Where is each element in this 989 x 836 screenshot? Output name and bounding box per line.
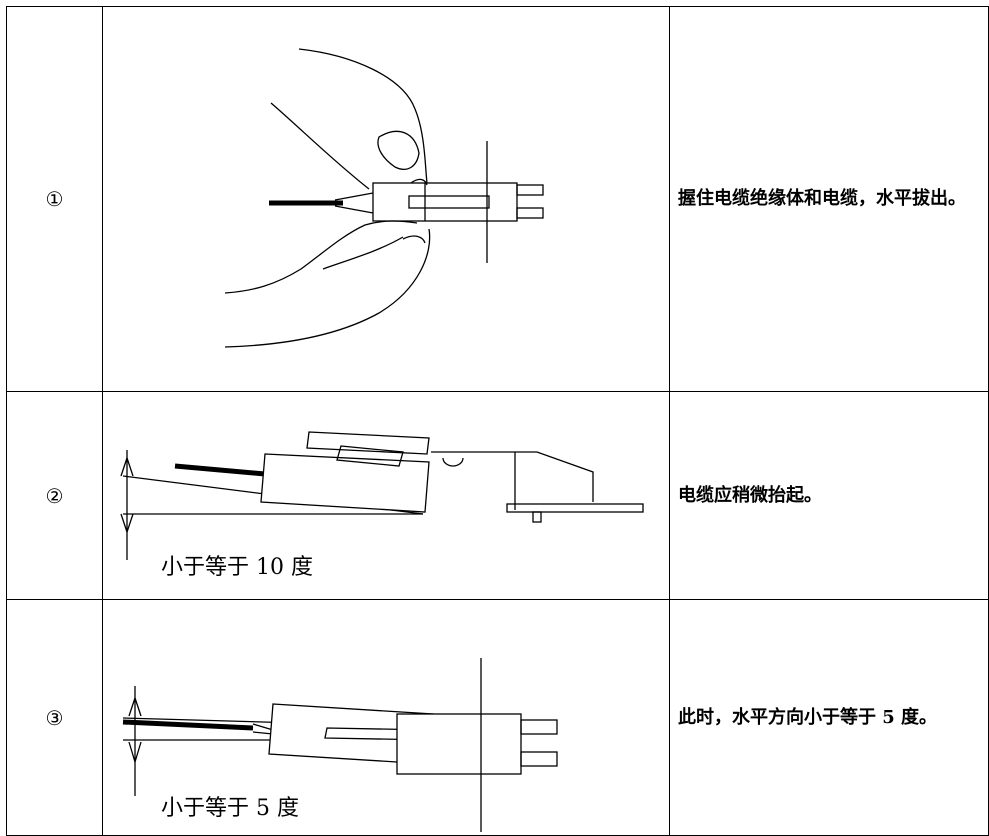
angle-caption: 小于等于 10 度 [161, 555, 313, 580]
step-description: 握住电缆绝缘体和电缆，水平拔出。 [669, 6, 989, 392]
horizontal-angle-figure [122, 658, 558, 832]
step-number: ② [6, 391, 103, 600]
angle-caption: 小于等于 5 度 [161, 796, 299, 821]
cable-strands [252, 723, 274, 735]
pin-top [520, 719, 558, 735]
step-description: 此时，水平方向小于等于 5 度。 [669, 599, 989, 836]
pin-top [516, 184, 544, 196]
receptacle-bump [442, 457, 464, 467]
steps-table: ① [6, 6, 989, 836]
step-description: 电缆应稍微抬起。 [669, 391, 989, 600]
connector-latch [408, 195, 490, 209]
step-number: ③ [6, 599, 103, 836]
pcb-board [506, 503, 644, 513]
pin-bottom [520, 751, 558, 767]
table-row: ① [6, 6, 989, 392]
connector-latch-top [306, 431, 430, 455]
figure-cell: 小于等于 10 度 [102, 391, 670, 600]
connector-body [372, 182, 518, 222]
table-row: ③ 小于等于 5 度 此时，水平方向小于等于 5 度。 [6, 599, 989, 836]
cable-line [122, 719, 254, 731]
cable-strands [334, 192, 374, 214]
figure-cell: 小于等于 5 度 [102, 599, 670, 836]
connector-body [260, 453, 430, 513]
lower-finger [224, 220, 431, 348]
hand-pulling-connector-figure [224, 48, 544, 348]
angle-arrows [128, 697, 142, 763]
angled-lift-figure [120, 431, 644, 560]
receptacle [431, 451, 594, 510]
pin-bottom [516, 207, 544, 219]
connector-latch [336, 445, 404, 467]
figure-cell [102, 6, 670, 392]
step-number: ① [6, 6, 103, 392]
receptacle-body [396, 713, 522, 775]
cable-line [174, 463, 266, 477]
angle-arrows [120, 457, 134, 533]
upper-finger [270, 48, 428, 190]
table-row: ② 小于等于 10 度 电 [6, 391, 989, 600]
pcb-pin [532, 511, 542, 523]
